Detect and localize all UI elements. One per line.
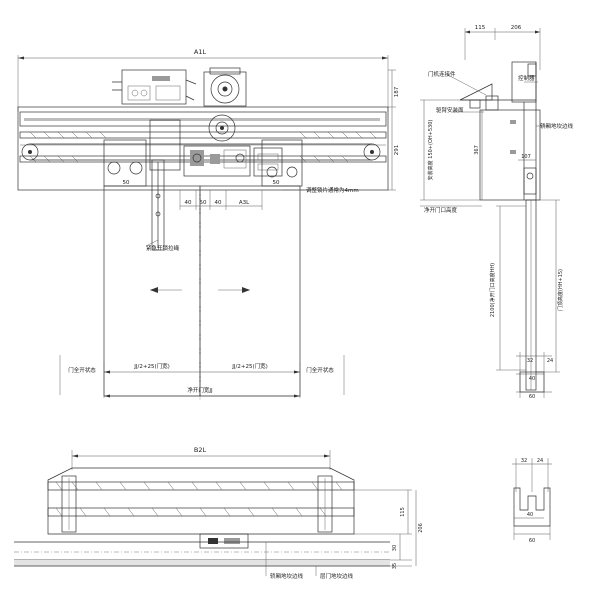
plan-dim-30: 30 — [392, 545, 398, 551]
landing-sill — [14, 560, 390, 566]
door-lock-mechanism — [149, 119, 283, 177]
header-beam — [17, 106, 389, 191]
dim-50: 50 — [200, 200, 207, 206]
door-motor — [203, 67, 247, 107]
label-car-sill-line: 轿厢地坎边线 — [540, 122, 574, 130]
full-open-right: 门全开状态 — [306, 366, 334, 374]
open-left-arrow — [150, 287, 182, 293]
emergency-release-guide — [151, 159, 165, 251]
side-dim-367: 367 — [474, 145, 480, 155]
side-dim-206: 206 — [511, 25, 522, 31]
note-adjust-lock: 调整锁片通常为4mm — [306, 186, 359, 194]
dim-a3l: A3L — [239, 200, 250, 206]
plan-hanger-right — [317, 475, 333, 533]
side-sill — [519, 371, 545, 393]
label-bracket-mount: 驱臂安装面 — [436, 106, 464, 114]
section-dim-24: 24 — [537, 458, 543, 464]
plan-view: B2L — [14, 446, 424, 580]
plan-outline — [47, 467, 355, 535]
controller-box — [121, 69, 187, 105]
install-height: 安装高度 150+(OH+530) — [427, 120, 434, 181]
dim-50-right: 50 — [273, 180, 280, 186]
sill-profile — [513, 487, 551, 527]
side-dim-60: 60 — [529, 394, 535, 400]
side-dim-32: 32 — [527, 358, 533, 364]
section-dim-60: 60 — [529, 538, 535, 544]
sill-section: 32 24 40 60 — [512, 458, 552, 544]
section-dim-40: 40 — [527, 512, 533, 518]
side-dim-40: 40 — [529, 376, 535, 382]
half-width-right: JJ/2+25(门宽) — [231, 362, 268, 370]
side-dim-107: 107 — [521, 154, 531, 160]
label-plan-car-sill: 轿厢地坎边线 — [270, 572, 304, 580]
height-187: 187 — [394, 86, 400, 97]
plan-door-vane — [199, 533, 249, 549]
label-plan-landing-sill: 层门地坎边线 — [320, 572, 354, 580]
label-clear-height: 净开门口高度 — [424, 206, 458, 214]
plan-dim-35: 35 — [392, 563, 398, 569]
b2l-label: B2L — [194, 446, 207, 454]
drive-pulley — [208, 114, 236, 142]
plan-hanger-left — [61, 475, 77, 533]
side-bracket — [459, 61, 541, 201]
dim-50-left: 50 — [123, 180, 130, 186]
open-right-arrow — [218, 287, 250, 293]
height-291: 291 — [394, 145, 400, 156]
dim-40b: 40 — [215, 200, 222, 206]
section-dim-32: 32 — [521, 458, 527, 464]
door-height-plus: 门顶高度(HH+15) — [557, 269, 564, 311]
label-controller: 控制器 — [518, 74, 535, 82]
label-door-connector: 门机连接件 — [428, 70, 456, 78]
plan-rail-bottom — [47, 507, 355, 517]
full-open-left: 门全开状态 — [68, 366, 96, 374]
front-view: A1L 187 291 — [17, 48, 400, 400]
door-height-total: 2100(净开门口高度HH) — [489, 263, 496, 317]
clear-opening-width: 净开门宽JJ — [187, 386, 213, 394]
side-view: 115 206 门机连接件 控制器 驱臂安装面 轿厢地坎边线 — [420, 25, 574, 400]
a1l-label: A1L — [194, 48, 207, 56]
side-dim-24: 24 — [547, 358, 553, 364]
note-emergency-rope: 紧急开锁拉绳 — [146, 244, 180, 252]
half-width-left: JJ/2+25(门宽) — [133, 362, 170, 370]
plan-rail-top — [47, 481, 355, 491]
plan-dim-206: 206 — [418, 523, 424, 533]
plan-dim-115: 115 — [400, 507, 406, 517]
dim-40a: 40 — [185, 200, 192, 206]
side-dim-115: 115 — [475, 25, 486, 31]
